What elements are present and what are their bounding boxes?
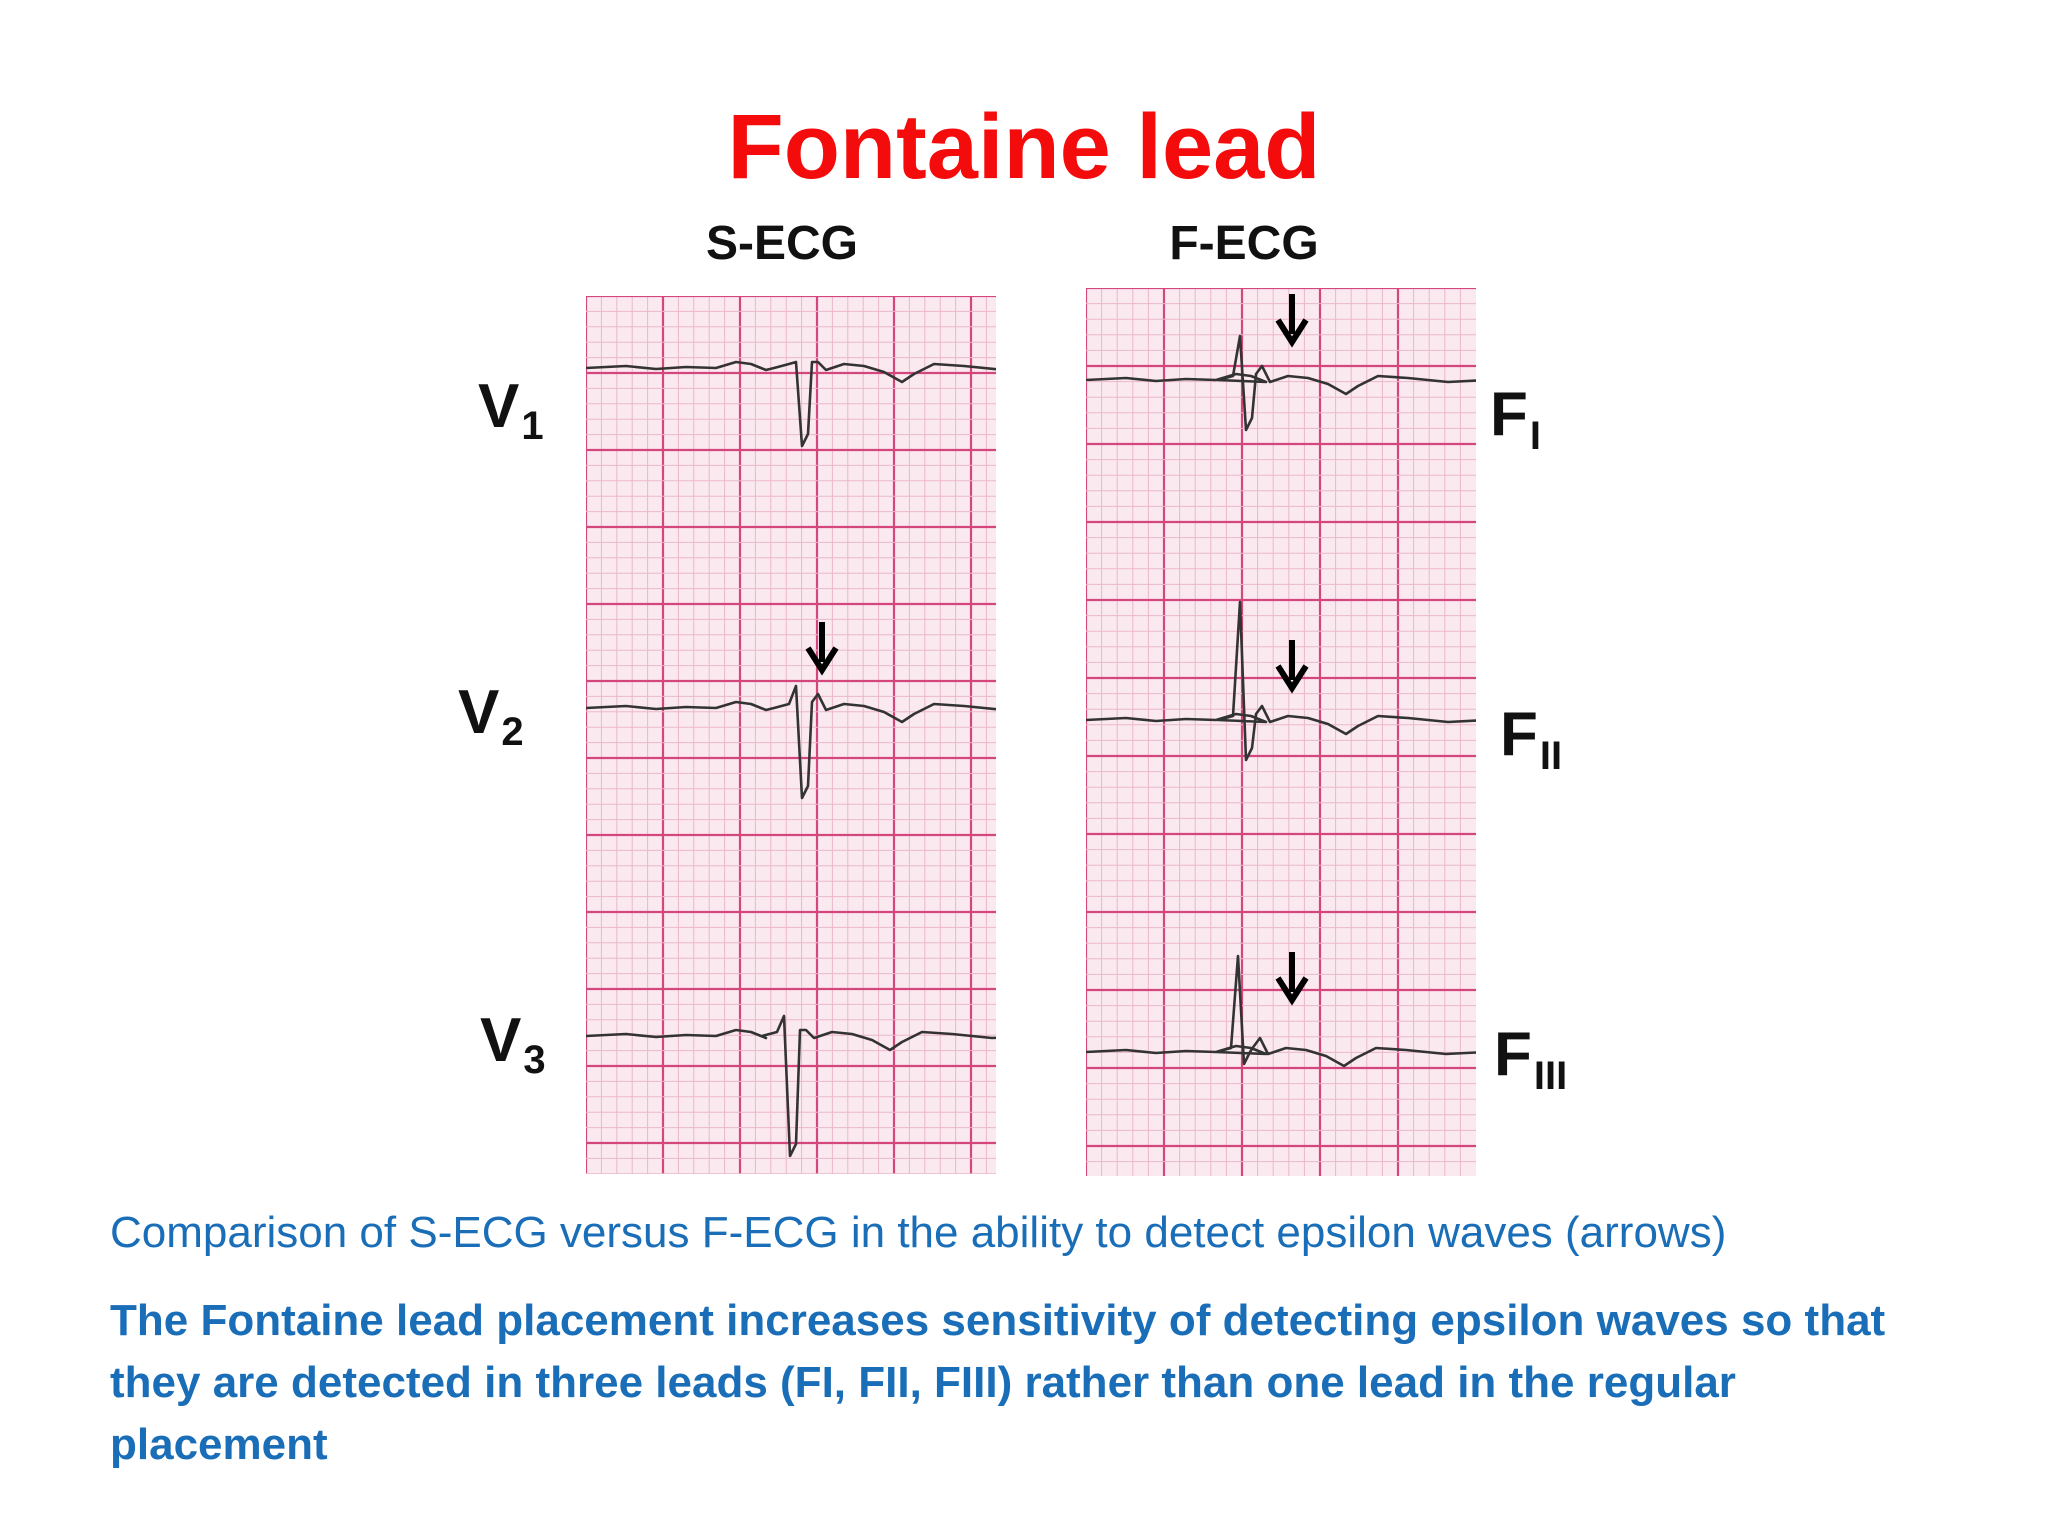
conclusion-text: The Fontaine lead placement increases se… — [110, 1296, 1886, 1469]
f-ecg-grid — [1086, 288, 1476, 1176]
trace-v1 — [586, 360, 996, 448]
lead-label-v2: V2 — [458, 678, 524, 754]
lead-label-fii: FII — [1500, 700, 1563, 778]
down-arrow-icon — [1275, 952, 1309, 1006]
s-ecg-graphic — [586, 296, 996, 1174]
trace-fii — [1086, 600, 1476, 762]
lead-label-v1: V1 — [478, 372, 544, 448]
figure-caption: Comparison of S-ECG versus F-ECG in the … — [110, 1208, 1727, 1257]
lead-label-fi: FI — [1490, 380, 1541, 458]
trace-v2 — [586, 684, 996, 800]
slide-title: Fontaine lead — [727, 96, 1321, 198]
s-ecg-strip — [586, 296, 996, 1174]
column-heading-s-ecg: S-ECG — [705, 217, 858, 270]
down-arrow-icon — [1275, 640, 1309, 694]
lead-label-fiii: FIII — [1494, 1020, 1568, 1098]
s-ecg-grid — [586, 296, 996, 1174]
down-arrow-icon — [805, 622, 839, 676]
trace-fiii — [1086, 954, 1476, 1068]
trace-fi — [1086, 334, 1476, 432]
column-heading-f-ecg: F-ECG — [1169, 217, 1319, 270]
lead-label-v3: V3 — [480, 1006, 546, 1082]
f-ecg-strip — [1086, 288, 1476, 1176]
trace-v3 — [586, 1014, 996, 1158]
down-arrow-icon — [1275, 294, 1309, 348]
f-ecg-graphic — [1086, 288, 1476, 1176]
